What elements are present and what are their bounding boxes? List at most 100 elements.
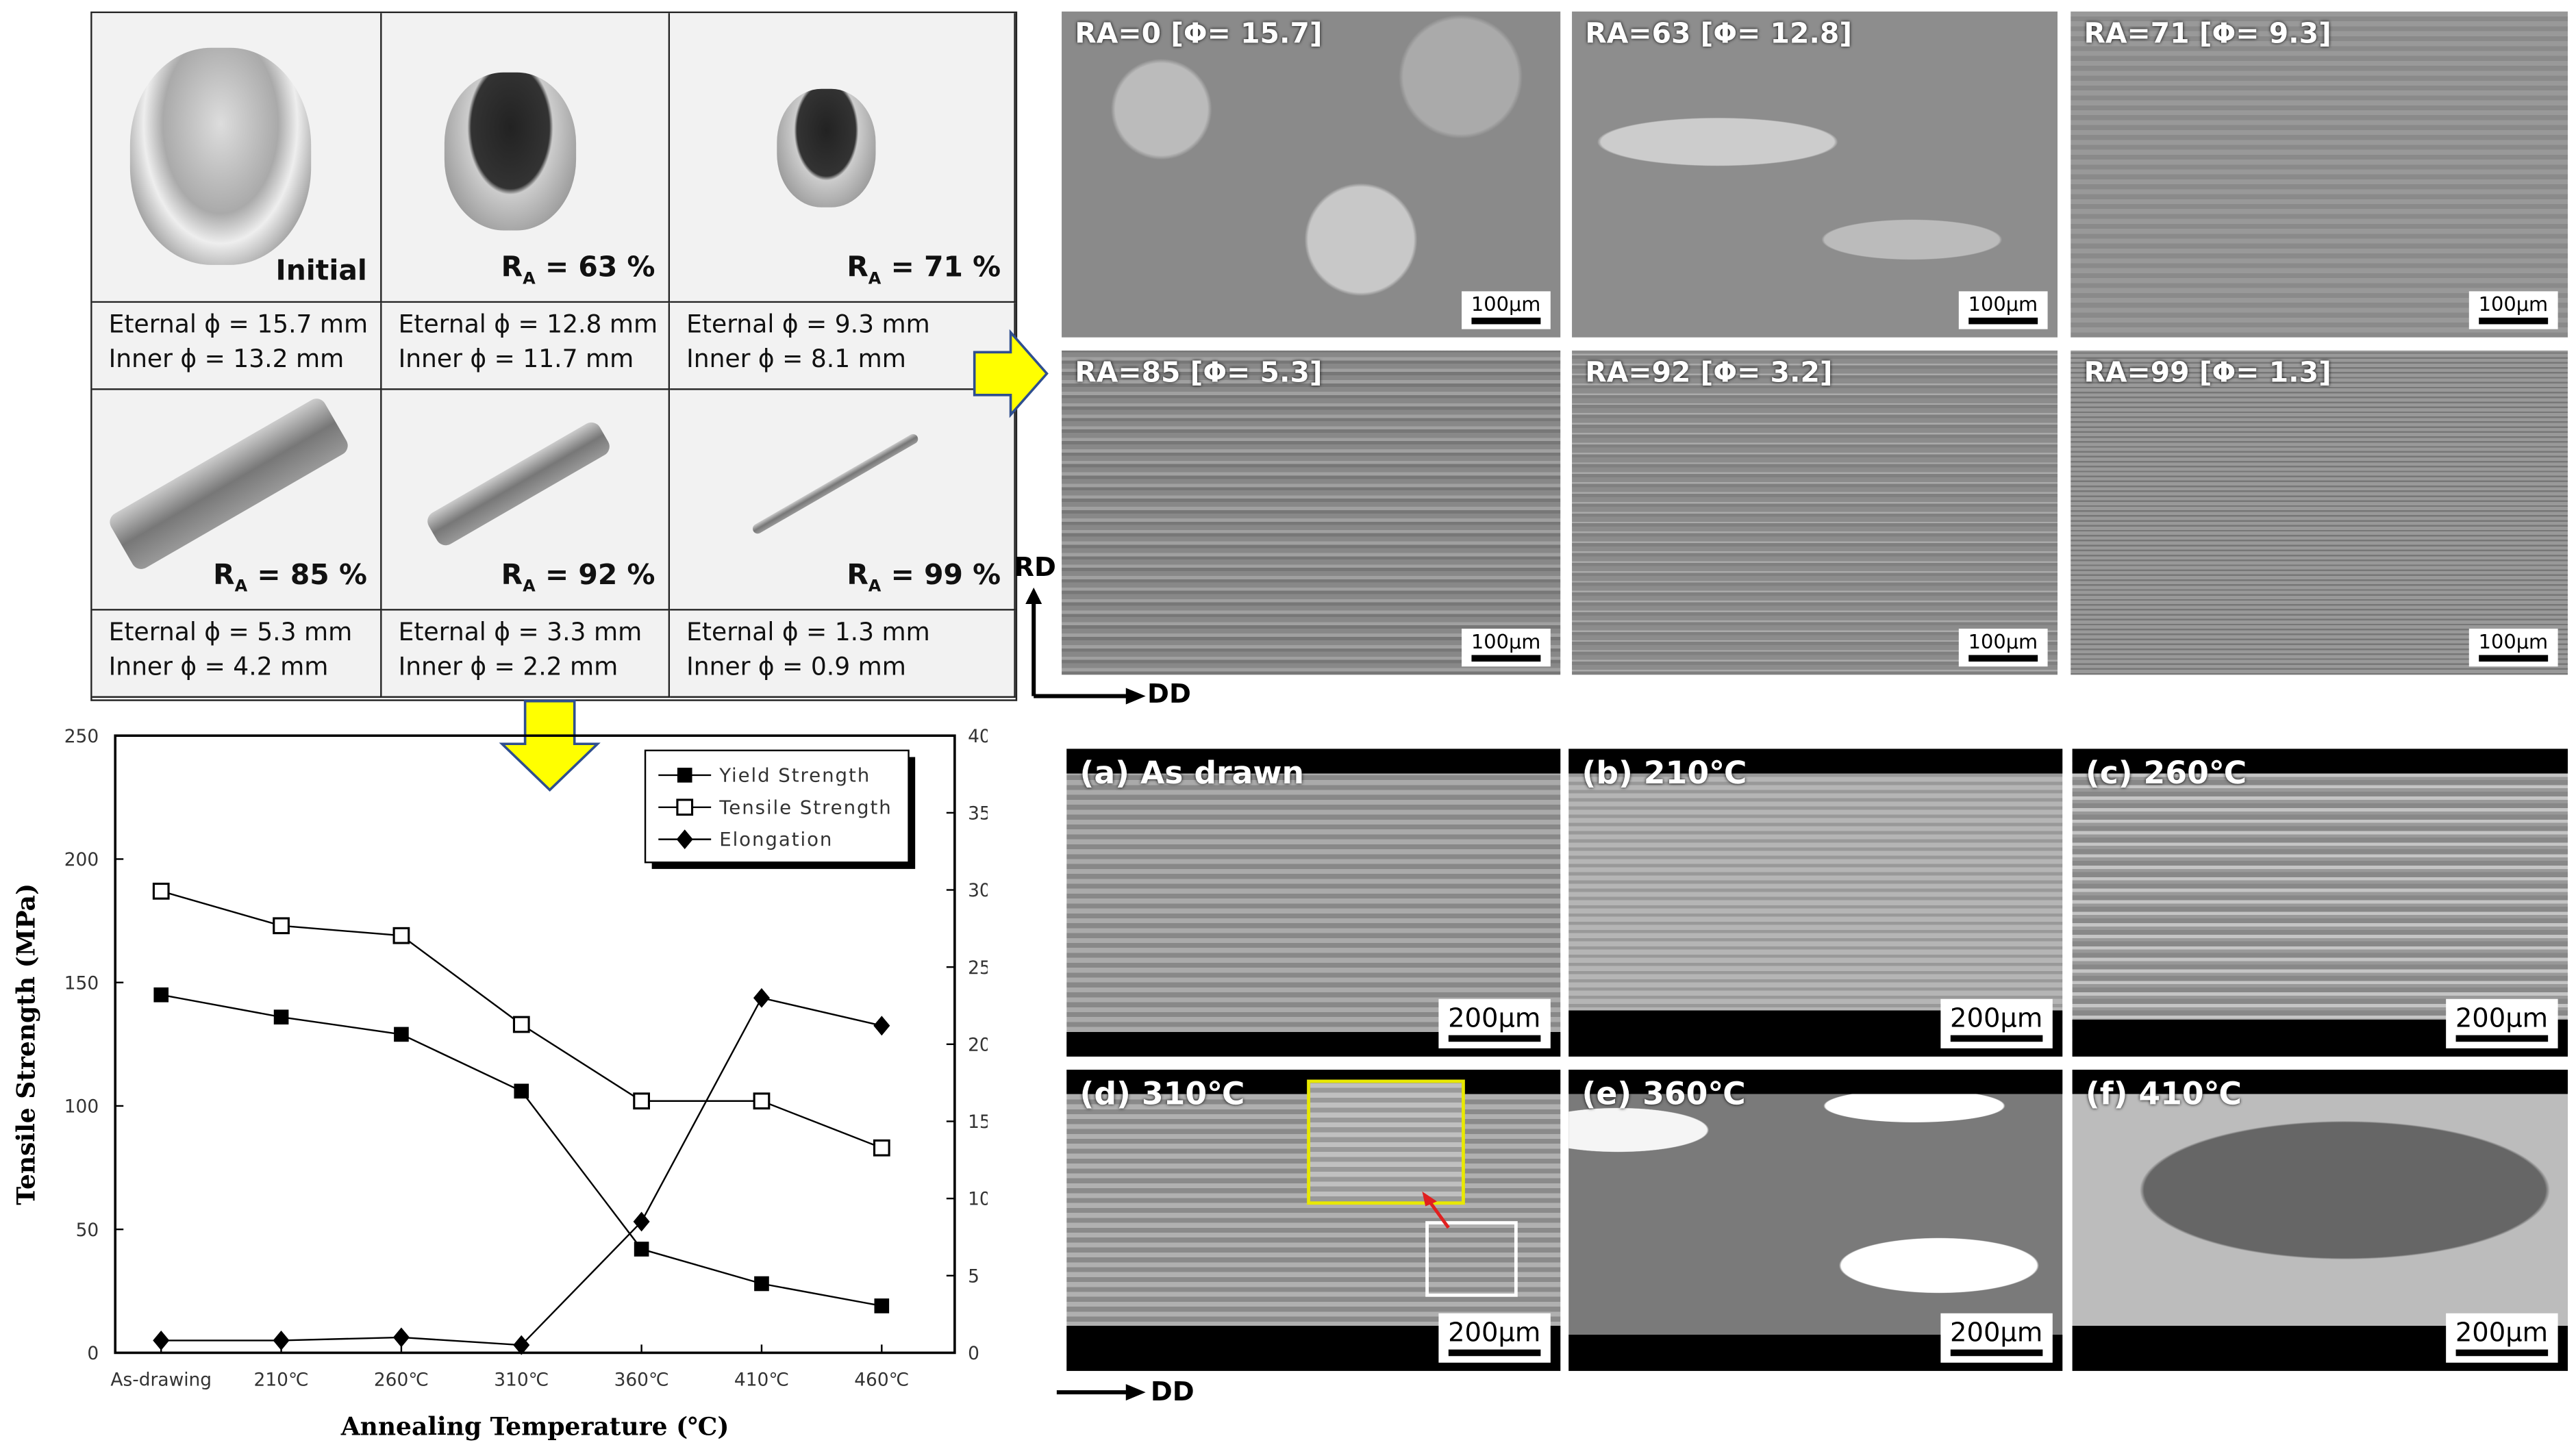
scale-bar-label: 100μm — [1968, 630, 2038, 654]
y2-tick-label: 15 — [968, 1111, 988, 1133]
external-diameter: Eternal ϕ = 1.3 mm — [686, 617, 930, 647]
ra-symbol: R — [501, 251, 523, 284]
micrograph-label: RA=63 [Φ= 12.8] — [1585, 18, 1853, 51]
ra-subscript: A — [868, 270, 881, 288]
ra-subscript: A — [523, 577, 536, 596]
external-diameter: Eternal ϕ = 12.8 mm — [398, 309, 658, 340]
inner-diameter: Inner ϕ = 8.1 mm — [686, 344, 906, 374]
external-diameter: Eternal ϕ = 3.3 mm — [398, 617, 642, 647]
scale-bar: 100μm — [1461, 629, 1551, 667]
y-tick-label: 250 — [64, 726, 99, 747]
data-point — [514, 1083, 529, 1099]
scale-bar: 200μm — [1940, 1313, 2053, 1363]
ra-symbol: R — [847, 559, 868, 592]
micrograph-label: RA=99 [Φ= 1.3] — [2084, 357, 2331, 390]
inner-diameter: Inner ϕ = 13.2 mm — [108, 344, 345, 374]
ra-symbol: R — [213, 559, 235, 592]
rd-label: RD — [1014, 551, 1056, 583]
tube-photo — [750, 432, 919, 536]
dd-label: DD — [1147, 678, 1191, 709]
scale-bar: 100μm — [2468, 291, 2558, 329]
ra-value: = 92 % — [535, 559, 655, 592]
micrograph-label: (b) 210℃ — [1581, 755, 1747, 792]
data-point — [153, 987, 169, 1003]
sample-dimensions-cell: Eternal ϕ = 15.7 mm Inner ϕ = 13.2 mm — [92, 303, 382, 390]
y2-tick-label: 40 — [968, 726, 988, 747]
y-tick-label: 200 — [64, 849, 99, 870]
sample-photo-cell: RA = 92 % — [382, 390, 671, 611]
y-tick-label: 50 — [76, 1220, 99, 1241]
scale-bar-line — [1471, 655, 1541, 662]
data-point — [873, 1016, 890, 1036]
data-point — [153, 1330, 170, 1350]
micrograph-label: RA=71 [Φ= 9.3] — [2084, 18, 2331, 51]
sample-dimensions-cell: Eternal ϕ = 9.3 mm Inner ϕ = 8.1 mm — [670, 303, 1016, 390]
scale-bar-line — [1968, 317, 2038, 325]
ra-value: = 63 % — [535, 251, 655, 284]
micrograph-label: (d) 310℃ — [1079, 1076, 1245, 1113]
series-line-yield-strength — [161, 994, 882, 1307]
ra-subscript: A — [234, 577, 248, 596]
data-point — [512, 1016, 530, 1033]
x-tick-label: 360℃ — [614, 1369, 669, 1390]
annealed-micrograph: (b) 210℃ 200μm — [1568, 748, 2063, 1057]
data-point — [873, 1139, 890, 1157]
micrograph-label: (c) 260℃ — [2085, 755, 2247, 792]
magnified-inset — [1307, 1079, 1465, 1205]
y-tick-label: 0 — [87, 1343, 99, 1364]
series-line-elongation — [161, 996, 882, 1346]
x-axis-title: Annealing Temperature (℃) — [340, 1413, 729, 1442]
data-point — [394, 1027, 409, 1042]
external-diameter: Eternal ϕ = 9.3 mm — [686, 309, 930, 340]
sample-photo-cell: RA = 85 % — [92, 390, 382, 611]
data-point — [754, 1276, 769, 1292]
reduction-area-label: RA = 71 % — [847, 251, 1001, 288]
rd-dd-axes-icon — [1025, 587, 1146, 705]
scale-bar: 100μm — [1958, 291, 2048, 329]
data-point — [634, 1242, 649, 1257]
scale-bar-line — [1471, 317, 1541, 325]
scale-bar: 200μm — [2445, 998, 2558, 1048]
sample-photo-cell: RA = 63 % — [382, 13, 671, 303]
dd-arrow-icon — [1056, 1384, 1146, 1401]
y2-tick-label: 0 — [968, 1343, 979, 1364]
scale-bar-line — [1950, 1035, 2043, 1042]
data-point — [753, 1092, 771, 1110]
data-point — [273, 917, 290, 935]
sample-photo-cell: Initial — [92, 13, 382, 303]
y2-tick-label: 20 — [968, 1034, 988, 1055]
scale-bar-label: 200μm — [1448, 1002, 1541, 1034]
inner-diameter: Inner ϕ = 4.2 mm — [108, 651, 329, 681]
external-diameter: Eternal ϕ = 15.7 mm — [108, 309, 368, 340]
ra-subscript: A — [868, 577, 881, 596]
scale-bar-label: 100μm — [1471, 630, 1541, 654]
reduction-area-label: RA = 92 % — [501, 559, 655, 596]
scale-bar-line — [1950, 1349, 2043, 1357]
ra-symbol: R — [501, 559, 523, 592]
tube-photo — [106, 394, 351, 573]
legend-marker — [677, 768, 692, 783]
legend-label: Tensile Strength — [718, 796, 892, 818]
scale-bar-line — [1448, 1349, 1541, 1357]
tube-photo — [443, 72, 575, 231]
legend-marker — [676, 798, 694, 816]
inner-diameter: Inner ϕ = 0.9 mm — [686, 651, 906, 681]
micrograph-label: (f) 410℃ — [2085, 1076, 2242, 1113]
scale-bar-label: 100μm — [1968, 292, 2038, 316]
scale-bar-line — [2478, 655, 2549, 662]
scale-bar-label: 200μm — [1448, 1316, 1541, 1348]
data-point — [513, 1335, 530, 1355]
scale-bar: 200μm — [1438, 1313, 1551, 1363]
x-tick-label: 210℃ — [254, 1369, 309, 1390]
scale-bar: 100μm — [2468, 629, 2558, 667]
y2-tick-label: 35 — [968, 803, 988, 824]
y-tick-label: 150 — [64, 972, 99, 994]
scale-bar-line — [1448, 1035, 1541, 1042]
drawing-micrograph: RA=99 [Φ= 1.3] 100μm — [2071, 350, 2568, 675]
scale-bar: 200μm — [1940, 998, 2053, 1048]
